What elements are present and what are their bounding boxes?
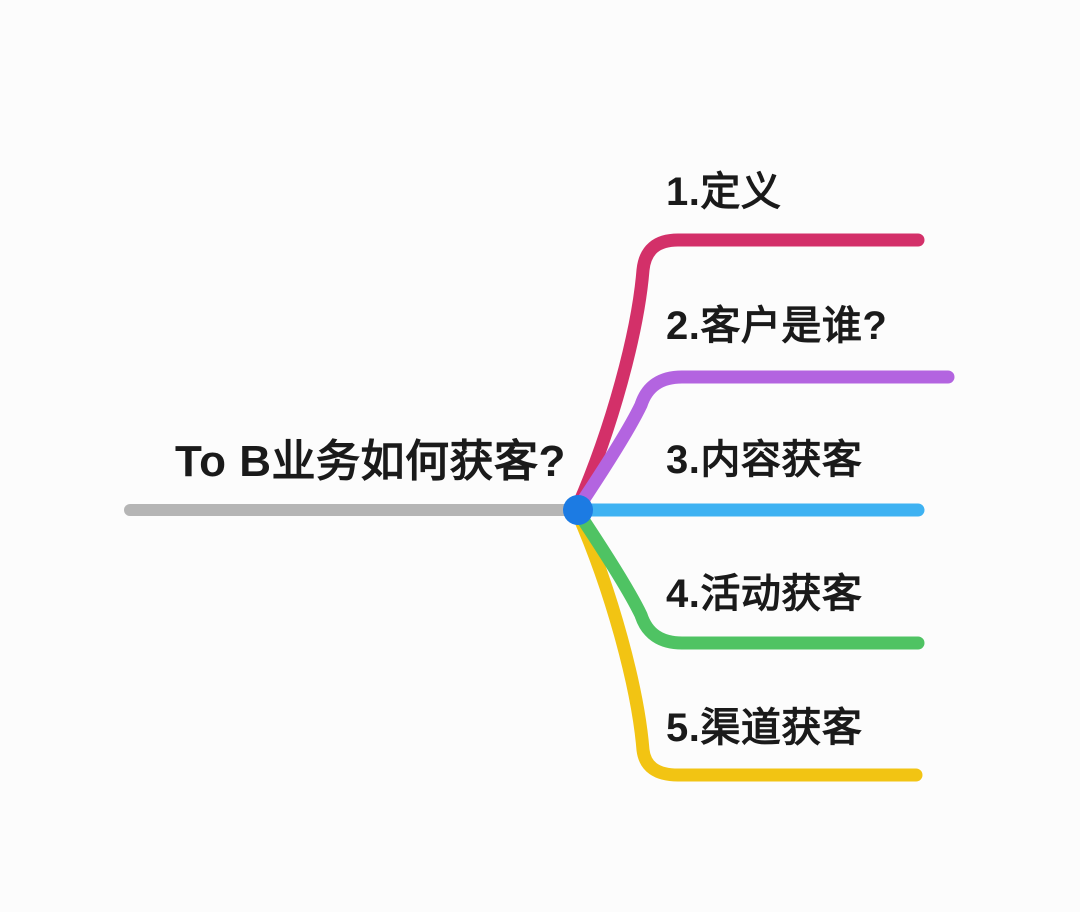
branch-label-4[interactable]: 4.活动获客 [666, 572, 863, 616]
branch-label-1[interactable]: 1.定义 [666, 170, 782, 214]
branch-line-4[interactable] [571, 505, 925, 650]
branch-label-2[interactable]: 2.客户是谁? [666, 304, 888, 348]
branch-label-5[interactable]: 5.渠道获客 [666, 706, 863, 750]
branch-line-5[interactable] [571, 507, 923, 782]
branch-label-3[interactable]: 3.内容获客 [666, 438, 863, 482]
central-topic-label[interactable]: To B业务如何获客? [175, 437, 566, 486]
center-node[interactable] [563, 495, 593, 525]
branch-line-2[interactable] [571, 370, 955, 515]
branch-line-1[interactable] [571, 233, 925, 513]
